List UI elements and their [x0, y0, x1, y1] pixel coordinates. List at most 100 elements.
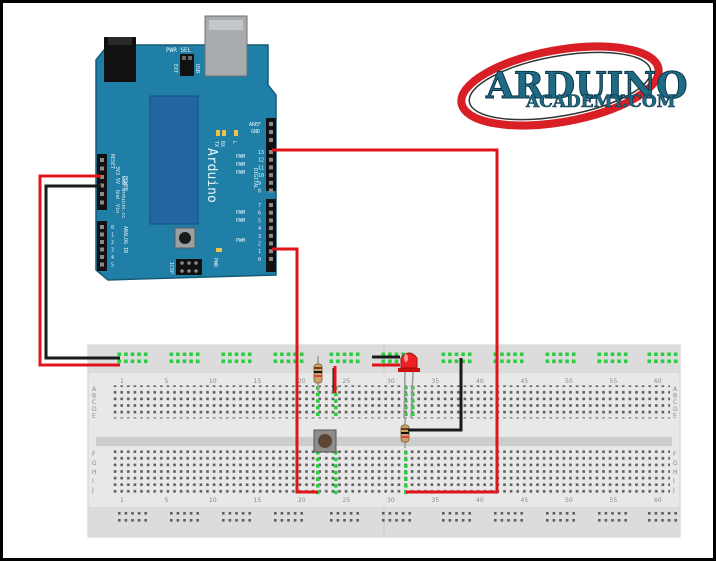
column-number: 10 [209, 497, 217, 504]
rail-highlight [137, 359, 141, 364]
rail-hole [408, 519, 411, 522]
wire-pin13-led [272, 148, 499, 494]
analog-pin [100, 240, 104, 244]
terminal-highlight [316, 392, 320, 397]
rail-hole [611, 519, 614, 522]
digital-pin-label: 0 [258, 257, 261, 263]
rail-highlight [667, 352, 671, 357]
column-number: 20 [298, 378, 306, 385]
rail-hole [565, 512, 569, 515]
rail-highlight [381, 352, 386, 357]
rail-highlight [342, 359, 347, 364]
rail-highlight [513, 359, 517, 364]
rail-highlight [189, 352, 193, 357]
rail-highlight [654, 359, 658, 364]
column-number: 60 [654, 497, 662, 504]
rail-hole [300, 512, 303, 515]
header-pin [269, 173, 273, 178]
pwr-sel-label: PWR SEL [166, 47, 192, 54]
terminal-highlight [404, 464, 408, 468]
digital-pin-label: 7 [258, 203, 261, 209]
column-number: 30 [387, 378, 395, 385]
analog-pin [100, 255, 104, 259]
terminal-highlight [411, 405, 415, 410]
rail-highlight [241, 352, 245, 357]
rail-hole [667, 519, 671, 522]
digital-pin-label: 10 [258, 173, 264, 179]
column-number: 25 [343, 497, 351, 504]
gnd-left-label: Gnd [114, 190, 120, 199]
rail-highlight [182, 352, 187, 357]
rail-highlight [293, 359, 297, 364]
pwm-label-5: PWM [236, 218, 245, 224]
analog-pin [100, 262, 104, 267]
pwr-led [216, 248, 222, 252]
rail-highlight [660, 359, 665, 364]
rail-hole [118, 519, 121, 522]
rail-highlight [401, 352, 405, 357]
aref-label: AREF [249, 122, 261, 128]
rail-highlight [454, 352, 459, 357]
column-number: 50 [565, 497, 573, 504]
arduino-board: PWR SEL USB EXT Arduino www.arduino.cc I… [95, 15, 277, 281]
rail-hole [287, 512, 290, 515]
5v-label: 5V [114, 178, 120, 184]
rail-hole [552, 519, 556, 522]
terminal-highlight [411, 399, 415, 403]
rail-hole [661, 519, 664, 522]
rail-hole [468, 519, 471, 522]
rail-hole [448, 519, 452, 522]
column-number: 15 [254, 378, 262, 385]
rail-highlight [571, 352, 576, 357]
rail-highlight [381, 359, 386, 364]
rail-hole [235, 519, 238, 522]
header-pin [269, 233, 273, 238]
rail-hole [196, 512, 199, 515]
rail-highlight [189, 359, 193, 364]
rail-highlight [329, 352, 334, 357]
rail-highlight [660, 352, 665, 357]
terminal-highlight [404, 470, 408, 475]
rail-hole [513, 519, 517, 522]
rail-hole [388, 512, 392, 515]
rail-highlight [545, 352, 550, 357]
terminal-highlight [411, 392, 415, 397]
rail-highlight [610, 352, 615, 357]
terminal-highlight [316, 470, 320, 475]
rail-hole [648, 512, 651, 515]
analog-pin-label: 4 [111, 255, 114, 261]
usb-label: USB [194, 64, 200, 73]
l-led-label: L [231, 141, 237, 144]
rail-hole [170, 512, 173, 515]
column-number: 30 [387, 497, 395, 504]
header-pin [269, 241, 273, 246]
header-pin [269, 249, 273, 254]
rail-highlight [124, 352, 128, 357]
rail-hole [617, 519, 621, 522]
breadboard: 1155101015152020252530303535404045455050… [87, 344, 681, 538]
rail-hole [559, 519, 562, 522]
analog-pin-label: 1 [111, 233, 114, 239]
rail-highlight [176, 359, 180, 364]
terminal-highlight [316, 457, 320, 462]
rail-highlight [286, 352, 291, 357]
rail-hole [196, 519, 199, 522]
pwm-label-6: PWM [236, 238, 245, 244]
header-pin [269, 188, 273, 193]
rail-hole [661, 512, 664, 515]
rail-hole [624, 512, 627, 515]
terminal-highlight [334, 457, 338, 462]
terminal-highlight [316, 477, 320, 481]
rail-highlight [336, 359, 340, 364]
row-letter: C [92, 399, 96, 406]
rail-hole [124, 519, 128, 522]
rail-hole [228, 512, 232, 515]
wire-pin2-button [272, 247, 318, 494]
rail-hole [280, 519, 284, 522]
rail-highlight [461, 359, 465, 364]
row-letter: I [673, 478, 675, 485]
column-number: 45 [521, 497, 529, 504]
rail-hole [189, 519, 193, 522]
